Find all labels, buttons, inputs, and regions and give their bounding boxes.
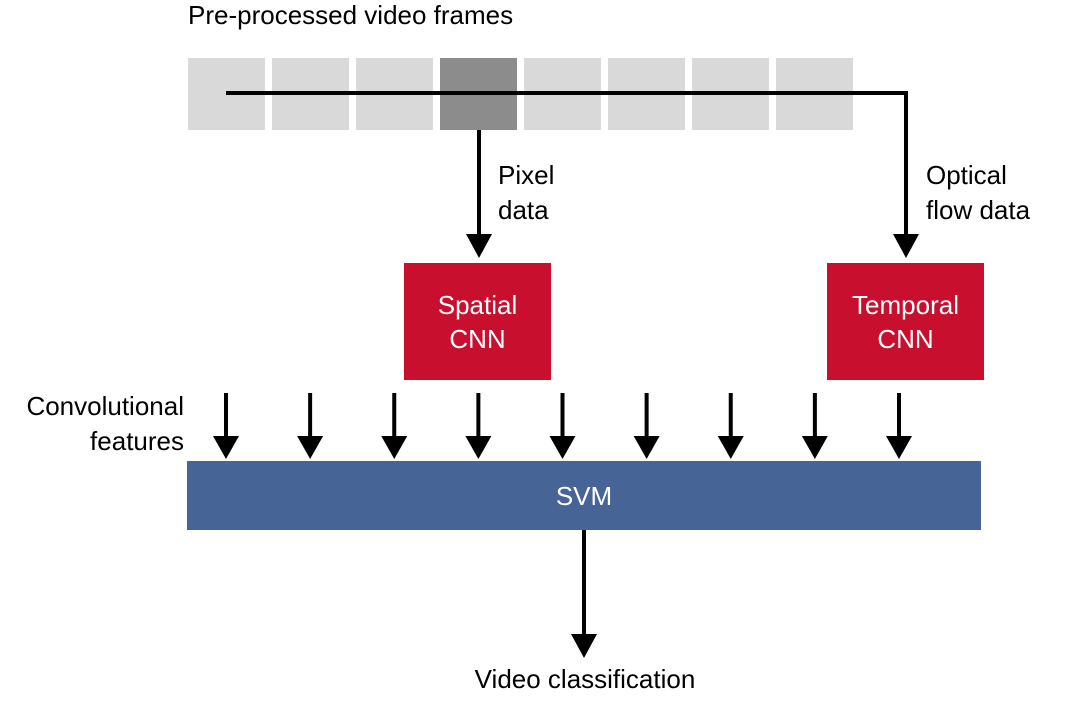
optical-flow-arrowhead (893, 234, 919, 258)
svm-box: SVM (187, 461, 981, 530)
pixel-data-arrowhead (466, 234, 492, 258)
optical-flow-connector (226, 91, 908, 240)
svm-output-arrowhead (571, 634, 597, 658)
video-classification-label: Video classification (474, 664, 696, 694)
pixel-data-label-line-1: Pixel (498, 160, 555, 190)
spatial-cnn-box: Spatial CNN (404, 263, 551, 380)
feature-arrow-head (297, 436, 324, 459)
frames-title: Pre-processed video frames (188, 0, 514, 30)
temporal-cnn-label-line-2: CNN (877, 323, 934, 354)
feature-arrow-head (213, 436, 239, 459)
feature-arrow-head (465, 436, 492, 459)
convolutional-features-label: Convolutional features (26, 389, 184, 459)
spatial-cnn-label-line-2: CNN (449, 323, 506, 354)
optical-flow-label-line-2: flow data (926, 195, 1031, 225)
optical-flow-label: Optical flow data (926, 158, 1030, 228)
feature-arrow-head (549, 436, 576, 459)
optical-flow-label-line-1: Optical (926, 160, 1007, 190)
convolutional-feature-arrows (213, 393, 912, 459)
pixel-data-label-line-2: data (498, 195, 549, 225)
convolutional-features-label-line-1: Convolutional (26, 391, 184, 421)
feature-arrow-head (886, 436, 912, 459)
temporal-cnn-box: Temporal CNN (827, 263, 984, 380)
svm-label: SVM (555, 480, 613, 511)
spatial-cnn-label-line-1: Spatial (437, 289, 518, 320)
feature-arrow-head (381, 436, 408, 459)
feature-arrow-head (633, 436, 660, 459)
feature-arrow-head (801, 436, 828, 459)
feature-arrow-head (717, 436, 744, 459)
convolutional-features-label-line-2: features (90, 426, 184, 456)
temporal-cnn-label-line-1: Temporal (852, 289, 959, 320)
connectors (226, 91, 919, 658)
pixel-data-label: Pixel data (498, 158, 554, 228)
